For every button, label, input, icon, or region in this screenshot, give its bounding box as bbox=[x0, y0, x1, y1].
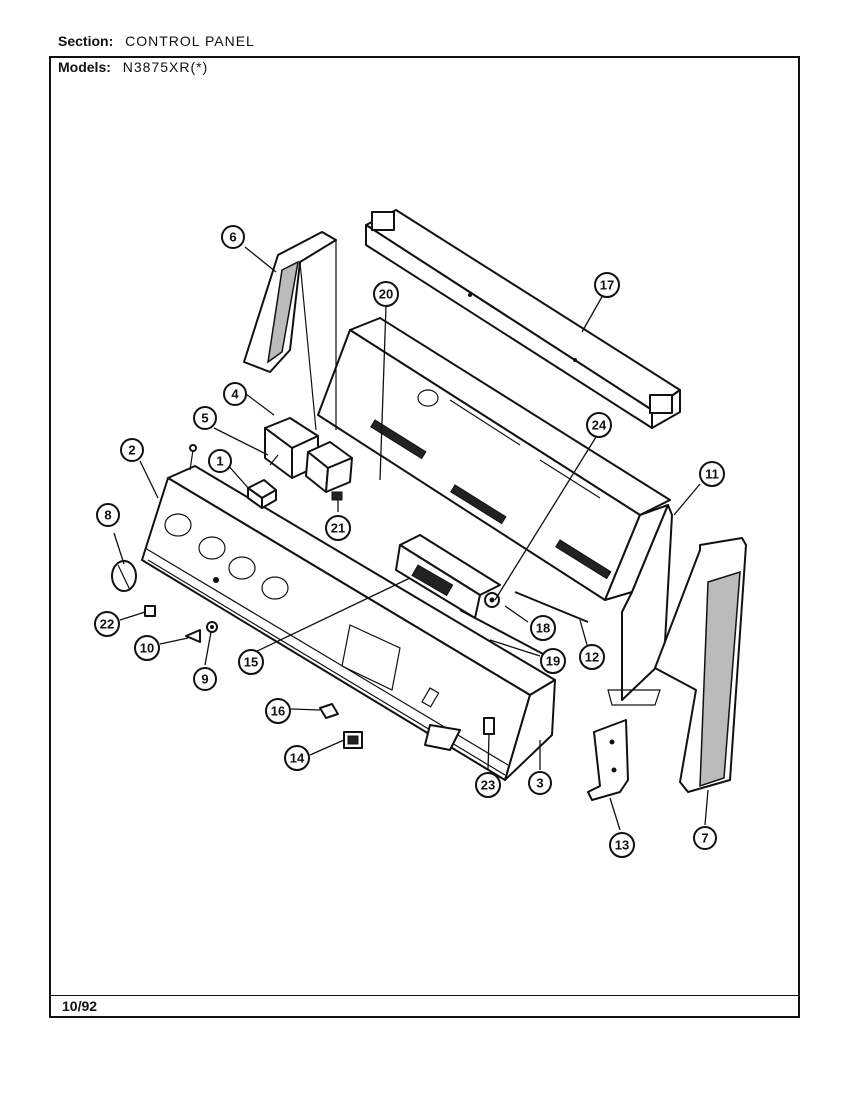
callout-7: 7 bbox=[693, 826, 717, 850]
callout-12: 12 bbox=[579, 644, 605, 670]
section-label: Section: bbox=[58, 33, 114, 49]
callout-19: 19 bbox=[540, 648, 566, 674]
callout-10: 10 bbox=[134, 635, 160, 661]
footer-divider bbox=[49, 995, 800, 996]
callout-15-label: 15 bbox=[244, 655, 258, 670]
part-1-small-switch bbox=[247, 479, 277, 509]
callout-20-label: 20 bbox=[379, 287, 393, 302]
callout-23: 23 bbox=[475, 772, 501, 798]
part-24-lamp bbox=[484, 592, 500, 608]
callout-2: 2 bbox=[120, 438, 144, 462]
part-19-strip bbox=[459, 609, 546, 656]
part-17-top-trim bbox=[365, 209, 681, 429]
models-header: Models: N3875XR(*) bbox=[58, 59, 208, 75]
section-header: Section: CONTROL PANEL bbox=[58, 33, 255, 49]
callout-13-label: 13 bbox=[615, 838, 629, 853]
callout-3: 3 bbox=[528, 771, 552, 795]
callout-21-label: 21 bbox=[331, 521, 345, 536]
callout-14: 14 bbox=[284, 745, 310, 771]
callout-5-label: 5 bbox=[201, 411, 208, 426]
part-9-bushing bbox=[206, 621, 218, 633]
callout-4: 4 bbox=[223, 382, 247, 406]
part-14-rocker-switch bbox=[343, 731, 363, 749]
part-10-spring bbox=[185, 629, 201, 643]
part-13-bracket bbox=[587, 719, 629, 801]
diagram-frame bbox=[49, 56, 800, 1018]
callout-1-label: 1 bbox=[216, 454, 223, 469]
callout-1: 1 bbox=[208, 449, 232, 473]
callout-18-label: 18 bbox=[536, 621, 550, 636]
part-15-clock bbox=[395, 534, 501, 619]
panel-screw bbox=[189, 444, 197, 471]
callout-21: 21 bbox=[325, 515, 351, 541]
leader-lines bbox=[113, 246, 709, 831]
part-5-switch bbox=[305, 441, 353, 493]
callout-6: 6 bbox=[221, 225, 245, 249]
callout-14-label: 14 bbox=[290, 751, 305, 766]
callout-12-label: 12 bbox=[585, 650, 599, 665]
callout-15: 15 bbox=[238, 649, 264, 675]
section-value: CONTROL PANEL bbox=[125, 33, 255, 49]
callout-11: 11 bbox=[699, 461, 725, 487]
callout-17-label: 17 bbox=[600, 278, 614, 293]
callout-9-label: 9 bbox=[201, 672, 208, 687]
callout-3-label: 3 bbox=[536, 776, 543, 791]
models-value: N3875XR(*) bbox=[122, 59, 209, 75]
callout-22: 22 bbox=[94, 611, 120, 637]
callout-16-label: 16 bbox=[271, 704, 285, 719]
callout-20: 20 bbox=[373, 281, 399, 307]
part-22-knob-insert bbox=[144, 605, 156, 617]
part-8-knob bbox=[111, 560, 137, 592]
part-12-strip bbox=[514, 591, 589, 623]
callout-24-label: 24 bbox=[592, 418, 607, 433]
callout-9: 9 bbox=[193, 667, 217, 691]
date-code: 10/92 bbox=[62, 998, 98, 1014]
part-6-left-end-cap bbox=[243, 231, 337, 431]
callout-19-label: 19 bbox=[546, 654, 560, 669]
callout-13: 13 bbox=[609, 832, 635, 858]
callout-5: 5 bbox=[193, 406, 217, 430]
callout-18: 18 bbox=[530, 615, 556, 641]
callout-11-label: 11 bbox=[705, 467, 719, 482]
callout-17: 17 bbox=[594, 272, 620, 298]
part-20-backguard bbox=[317, 317, 671, 601]
part-16-clip bbox=[319, 703, 339, 719]
callout-16: 16 bbox=[265, 698, 291, 724]
callout-10-label: 10 bbox=[140, 641, 154, 656]
callout-23-label: 23 bbox=[481, 778, 495, 793]
part-2-control-panel bbox=[141, 465, 556, 781]
part-4-switch bbox=[264, 417, 319, 479]
part-21-sensor bbox=[331, 491, 343, 501]
models-label: Models: bbox=[58, 59, 111, 75]
callout-2-label: 2 bbox=[128, 443, 135, 458]
part-23-clip bbox=[483, 717, 495, 735]
part-7-right-end-cap bbox=[654, 537, 747, 793]
callout-4-label: 4 bbox=[231, 387, 239, 402]
callout-6-label: 6 bbox=[229, 230, 236, 245]
callout-8: 8 bbox=[96, 503, 120, 527]
callout-8-label: 8 bbox=[104, 508, 111, 523]
callout-7-label: 7 bbox=[701, 831, 708, 846]
callout-24: 24 bbox=[586, 412, 612, 438]
callout-22-label: 22 bbox=[100, 617, 114, 632]
